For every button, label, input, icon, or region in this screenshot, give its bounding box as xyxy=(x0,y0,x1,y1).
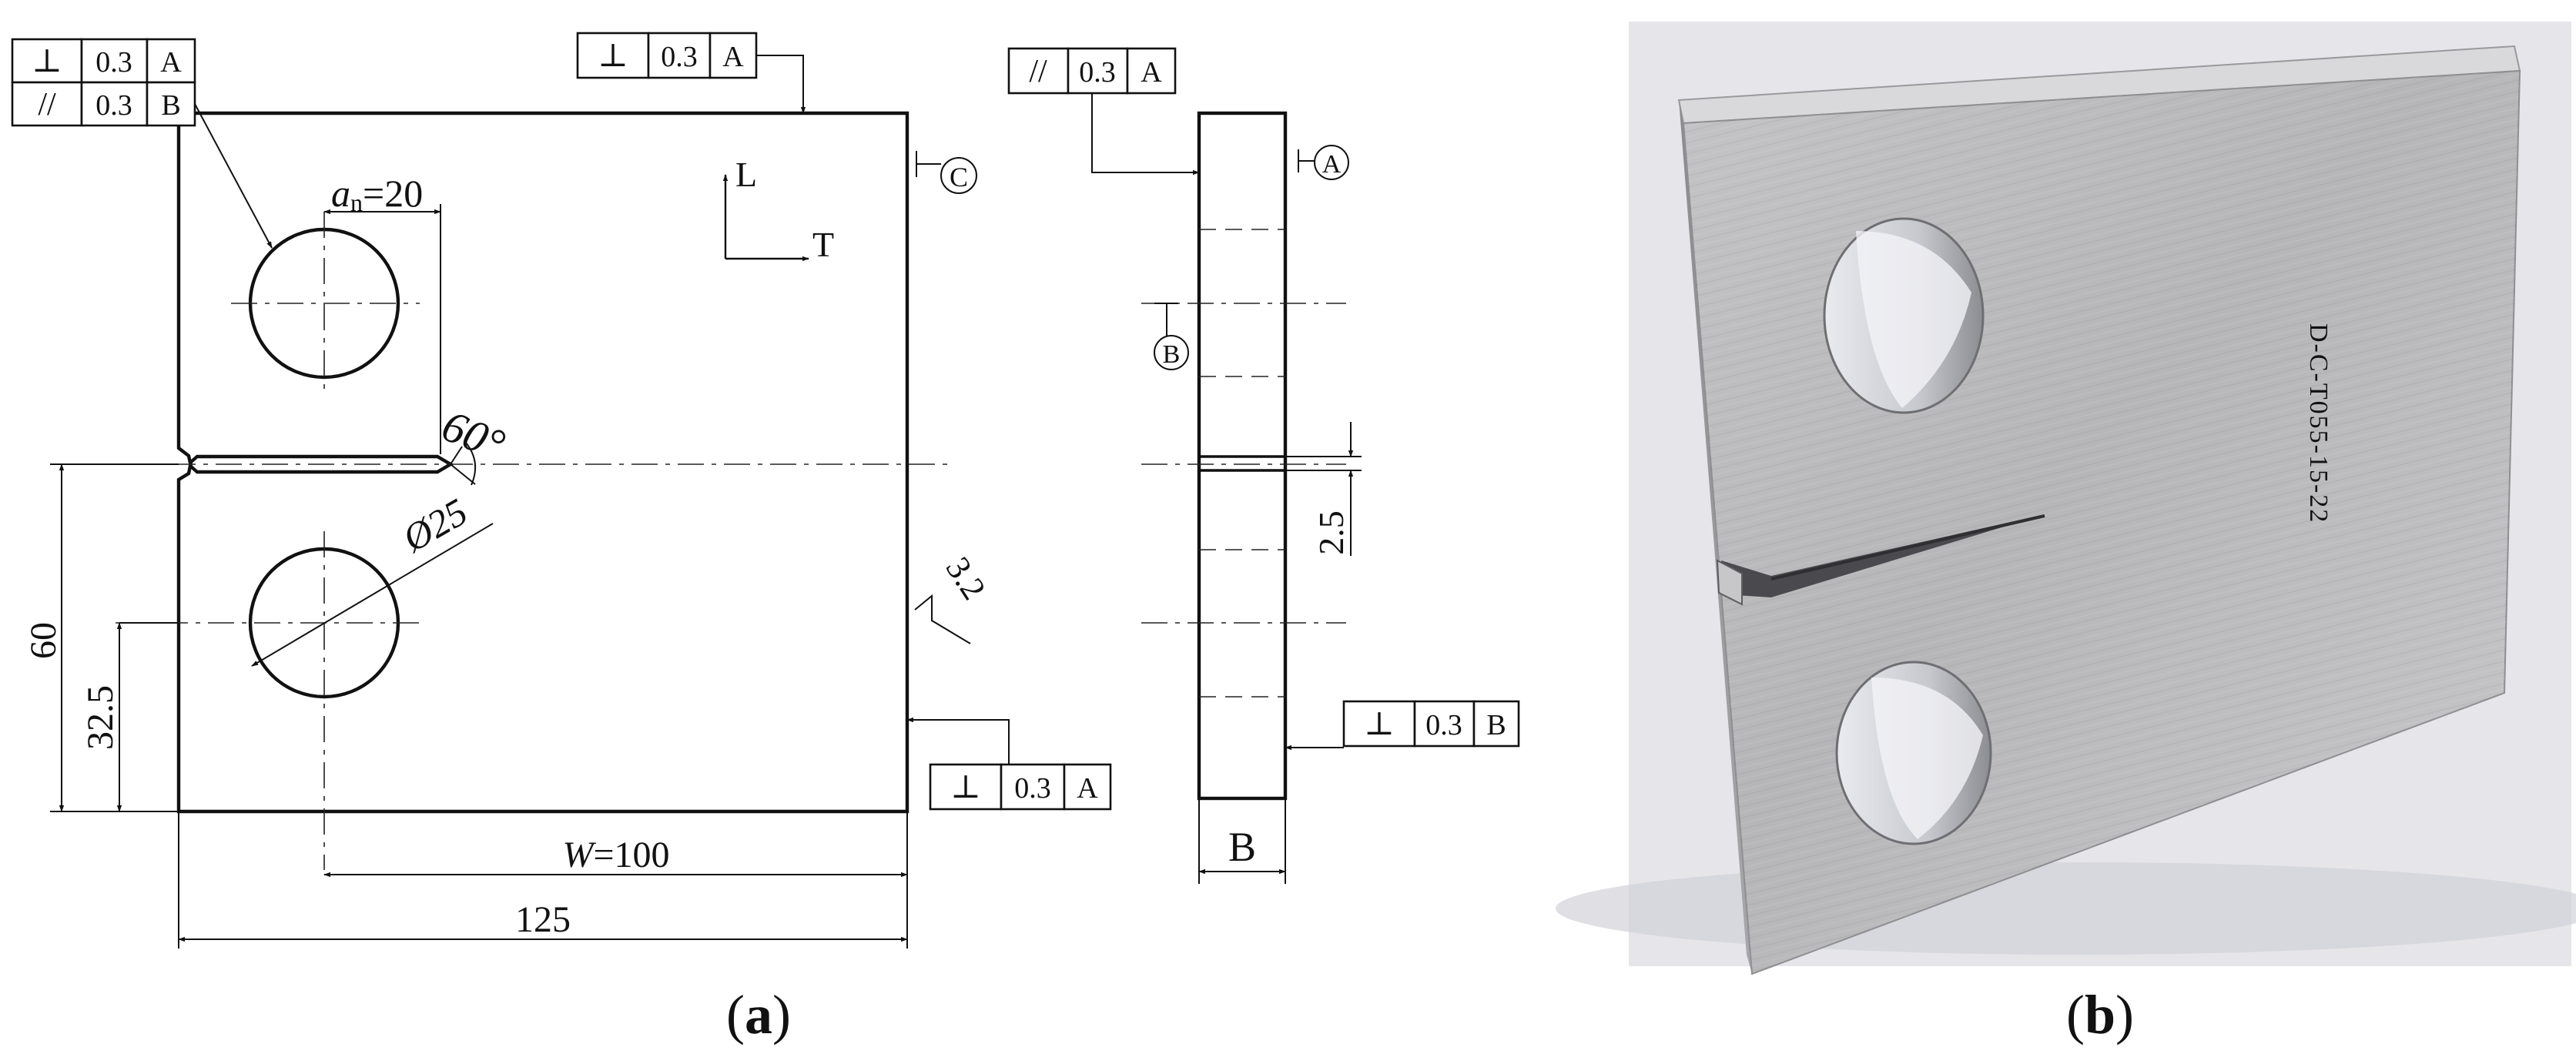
roughness-value: 3.2 xyxy=(939,550,993,607)
notch-angle-label: 60° xyxy=(435,400,512,470)
datum-c-letter: C xyxy=(950,162,968,192)
caption-b: (b) xyxy=(2066,984,2134,1046)
center-lines xyxy=(116,212,955,870)
svg-text:B: B xyxy=(1486,709,1506,741)
dim-2-5-label: 2.5 xyxy=(1311,510,1351,555)
panel-a-drawing: Ø25 an=20 60° L T C 3.2 60 32.5 xyxy=(11,32,1520,1046)
fcf-bottom-leader xyxy=(906,717,1010,765)
datum-a-bubble xyxy=(1314,145,1349,180)
svg-text:A: A xyxy=(1141,56,1162,89)
svg-text:⊥: ⊥ xyxy=(1364,707,1395,742)
angle-arc xyxy=(465,442,477,486)
fcf-parallel-side: // 0.3 A xyxy=(1007,47,1177,95)
fcf-top-leader xyxy=(756,55,806,114)
fcf-perpendicular-top: ⊥ 0.3 A xyxy=(576,32,758,79)
photo-shadow xyxy=(1556,862,2576,955)
caption-a: (a) xyxy=(726,984,791,1046)
dim-32-5-label: 32.5 xyxy=(80,685,121,750)
photo-lower-hole xyxy=(1835,661,1992,845)
datum-b-bubble xyxy=(1154,335,1189,370)
parallel-symbol: // xyxy=(38,87,56,122)
svg-text:A: A xyxy=(1077,772,1098,805)
svg-text:0.3: 0.3 xyxy=(661,41,698,73)
fcf-parallel-leader xyxy=(194,103,273,249)
svg-text://: // xyxy=(1029,54,1047,89)
perpendicular-symbol: ⊥ xyxy=(32,44,62,79)
datum-a-letter: A xyxy=(1322,150,1342,179)
fcf-perpendicular-side: ⊥ 0.3 B xyxy=(1342,700,1520,748)
fcf-parallel-top-left: // 0.3 B xyxy=(11,81,196,127)
svg-text:0.3: 0.3 xyxy=(95,46,132,79)
datum-c-bubble xyxy=(940,157,977,194)
svg-text:A: A xyxy=(722,41,744,73)
photo-notch xyxy=(1716,514,2045,606)
an-label: an=20 xyxy=(331,172,423,216)
dim-125-label: 125 xyxy=(515,899,571,940)
svg-text:0.3: 0.3 xyxy=(1425,709,1462,741)
axis-t-label: T xyxy=(812,225,834,264)
dim-w-label: W=100 xyxy=(562,835,669,875)
panel-b-photo: D-C-T055-15-22 (b) xyxy=(1556,22,2576,1046)
fcf-perpendicular-top-left: ⊥ 0.3 A xyxy=(11,38,196,84)
svg-text:B: B xyxy=(161,89,180,122)
svg-text:⊥: ⊥ xyxy=(598,38,628,74)
angle-leg-2 xyxy=(450,463,476,485)
roughness-symbol xyxy=(914,594,971,644)
datum-b-letter: B xyxy=(1163,340,1181,369)
dim-60-label: 60 xyxy=(23,622,64,659)
svg-text:A: A xyxy=(160,46,182,79)
svg-text:0.3: 0.3 xyxy=(1079,56,1116,89)
side-view-hidden-lines xyxy=(1141,229,1346,698)
angle-leg-1 xyxy=(450,446,463,465)
axis-l-label: L xyxy=(735,155,757,194)
svg-text:0.3: 0.3 xyxy=(1014,772,1051,805)
dim-b-label: B xyxy=(1228,824,1256,870)
engraved-specimen-code: D-C-T055-15-22 xyxy=(2304,323,2333,524)
svg-text:⊥: ⊥ xyxy=(950,770,981,805)
specimen-outline xyxy=(176,111,909,814)
hole-diameter-label: Ø25 xyxy=(395,490,474,560)
svg-text:0.3: 0.3 xyxy=(95,89,132,122)
photo-upper-hole xyxy=(1823,217,1985,414)
fcf-perpendicular-bottom: ⊥ 0.3 A xyxy=(929,763,1112,811)
fcf-side-parallel-leader xyxy=(1091,93,1200,176)
hole-diameter-leader xyxy=(251,523,494,667)
